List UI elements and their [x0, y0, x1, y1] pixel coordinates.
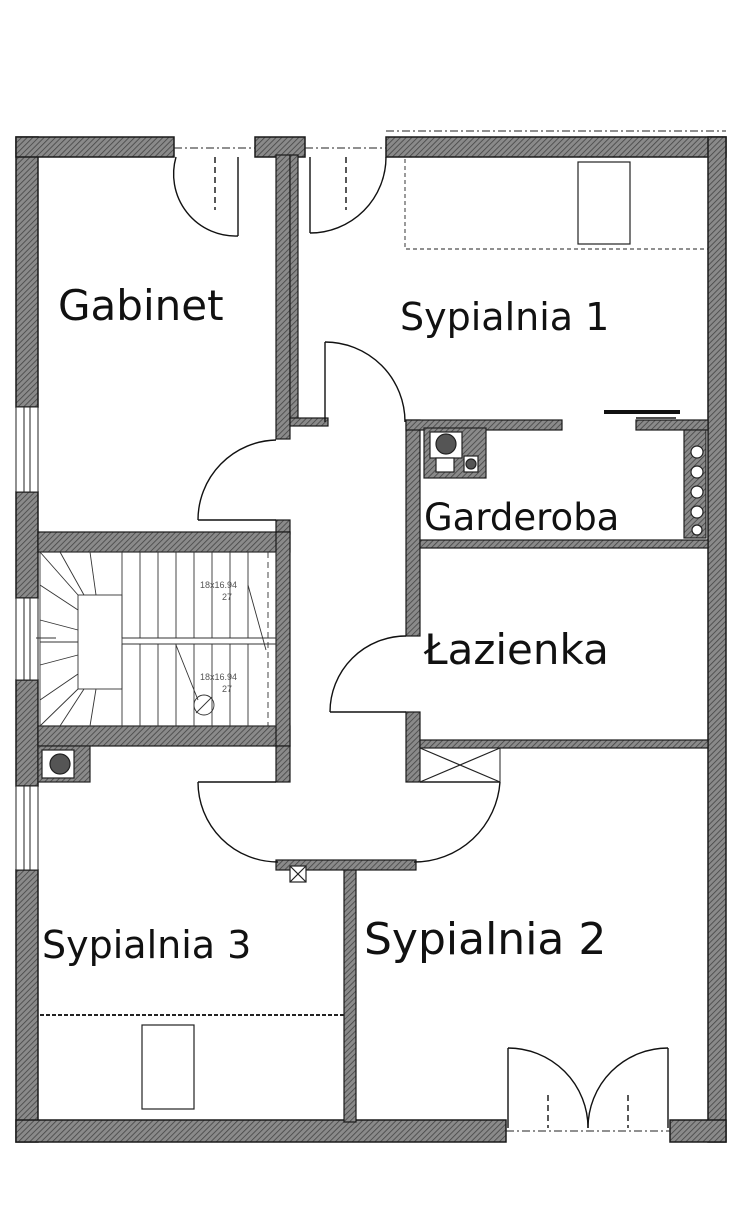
- door-gabinet-hall: [197, 439, 277, 521]
- wall-syp1-bottom: [289, 417, 329, 427]
- stair-note-lower-1: 18x16.94: [200, 672, 237, 682]
- wall-hall-bottom: [275, 859, 417, 871]
- room-label-gabinet: Gabinet: [58, 281, 224, 330]
- skylight-syp1: [577, 161, 631, 245]
- wall-garderoba-top-right: [635, 419, 709, 431]
- room-label-sypialnia-3: Sypialnia 3: [42, 923, 251, 967]
- door-syp1-hall: [324, 341, 406, 423]
- wall-right: [707, 136, 727, 1143]
- duct-icon: [419, 747, 501, 783]
- wall-top-mid: [254, 136, 306, 158]
- window-left-lower: [15, 785, 39, 871]
- stair-note-upper-2: 27: [222, 592, 232, 602]
- wall-bottom-right: [669, 1119, 727, 1143]
- wall-stair-top: [37, 531, 291, 553]
- wall-gabinet-right: [275, 154, 291, 440]
- wall-left-mid1: [15, 491, 39, 599]
- room-label-lazienka: Łazienka: [423, 625, 609, 674]
- room-label-sypialnia-1: Sypialnia 1: [400, 295, 609, 339]
- wall-left-mid2: [15, 679, 39, 787]
- wall-garderoba-bottom: [419, 539, 709, 549]
- exterior-walls: [15, 136, 727, 1143]
- interior-walls: [37, 154, 709, 1123]
- door-syp3: [197, 781, 279, 863]
- stair-note-lower-2: 27: [222, 684, 232, 694]
- bed-area-syp1: [404, 156, 709, 250]
- door-syp1-top: [309, 156, 387, 234]
- skylight-syp3: [141, 1024, 195, 1110]
- chimney-garderoba-icon: [423, 427, 487, 479]
- room-label-garderoba: Garderoba: [424, 496, 619, 539]
- wall-syp3-stub: [275, 745, 291, 783]
- wall-stair-bottom: [37, 725, 291, 747]
- door-balcony-right: [587, 1047, 669, 1129]
- wall-left-bottom: [15, 869, 39, 1143]
- window-left-upper: [15, 406, 39, 493]
- wall-bath-left-lower: [405, 711, 421, 783]
- wall-syp1-left: [289, 154, 299, 421]
- door-balcony-left: [507, 1047, 589, 1129]
- staircase: [36, 551, 277, 727]
- wall-top-right: [385, 136, 727, 158]
- shelving-garderoba-icon: [683, 429, 707, 539]
- hall-switch-box: [289, 865, 307, 883]
- wall-top-left: [15, 136, 175, 158]
- chimney-stairs-icon: [37, 745, 91, 783]
- doors: [172, 156, 680, 1129]
- wall-bath-bottom: [419, 739, 709, 749]
- windows: [15, 130, 726, 1132]
- wall-bath-left: [405, 419, 421, 637]
- stair-start-circle: [193, 694, 215, 716]
- door-lazienka: [329, 635, 407, 713]
- wall-syp3-syp2: [343, 865, 357, 1123]
- wall-bottom-left: [15, 1119, 507, 1143]
- room-labels: Gabinet Sypialnia 1 Garderoba Łazienka S…: [42, 281, 619, 967]
- door-gabinet-top: [172, 156, 239, 237]
- window-left-stairs: [15, 597, 39, 681]
- wall-left-top: [15, 136, 39, 408]
- fixtures: [37, 156, 709, 1110]
- stair-notes: 18x16.94 27 18x16.94 27: [200, 580, 237, 694]
- room-label-sypialnia-2: Sypialnia 2: [364, 914, 606, 965]
- stair-note-upper-1: 18x16.94: [200, 580, 237, 590]
- wall-stair-right: [275, 531, 291, 747]
- door-syp2: [413, 781, 501, 863]
